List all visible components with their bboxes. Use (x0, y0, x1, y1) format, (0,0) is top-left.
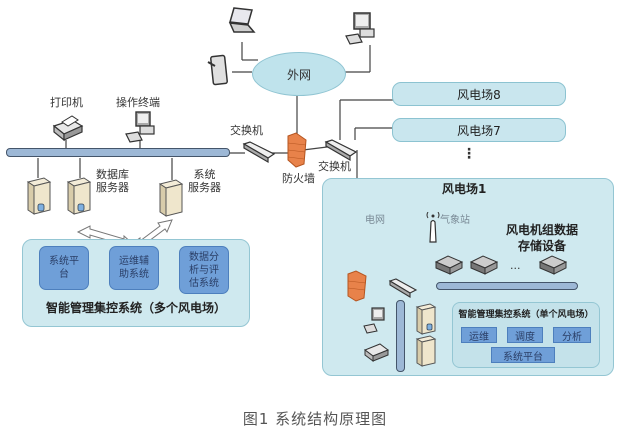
sys-server-label-line2: 服务器 (188, 181, 221, 194)
central-lan-bus (6, 148, 230, 157)
farm-lan-bus (396, 300, 405, 372)
module-system-platform: 系统平台 (39, 246, 89, 290)
db-server-label: 数据库 服务器 (96, 168, 129, 194)
storage-bus (436, 282, 578, 290)
db-server-label-line2: 服务器 (96, 181, 129, 194)
sys-server-label-line1: 系统 (193, 168, 216, 181)
storage-ellipsis: ··· (510, 262, 521, 275)
firewall-label: 防火墙 (282, 172, 315, 185)
farm-switch-icon (388, 278, 418, 298)
central-control-title: 智能管理集控系统（多个风电场） (45, 301, 226, 315)
module-line: 运维辅 (119, 256, 149, 267)
figure-caption: 图1 系统结构原理图 (242, 410, 388, 428)
external-network-cloud: 外网 (252, 52, 346, 96)
wind-farm-ellipsis: ⋮ (462, 146, 476, 162)
module-line: 台 (59, 269, 69, 280)
local-module-analysis: 分析 (553, 327, 591, 343)
wind-farm-8: 风电场8 (392, 82, 566, 106)
farm-server-icon-2 (415, 335, 437, 367)
database-server-icon (26, 177, 52, 215)
wind-farm-7: 风电场7 (392, 118, 566, 142)
module-line: 析与评 (189, 264, 219, 276)
storage-device-icon-3 (538, 255, 568, 275)
wind-farm-8-label: 风电场8 (457, 87, 501, 102)
tablet-icon (207, 54, 228, 86)
local-control-panel: 智能管理集控系统（单个风电场） 运维 调度 分析 系统平台 (452, 302, 600, 368)
switch-left-icon (242, 141, 276, 164)
switch-right-label: 交换机 (318, 160, 351, 173)
storage-device-icon (434, 255, 464, 275)
farm-firewall-icon (347, 270, 367, 302)
local-module-om: 运维 (461, 327, 497, 343)
db-server-label-line1: 数据库 (96, 168, 129, 181)
grid-label: 电网 (365, 215, 385, 226)
module-om-assist: 运维辅助系统 (109, 246, 159, 290)
local-control-title: 智能管理集控系统（单个风电场） (458, 310, 594, 320)
farm-terminal-icon (363, 307, 385, 334)
module-data-analysis: 数据分析与评估系统 (179, 246, 229, 294)
module-line: 估系统 (189, 277, 219, 289)
external-network-label: 外网 (286, 67, 311, 82)
storage-label-line2: 存储设备 (518, 239, 567, 253)
farm-printer-icon (363, 343, 390, 362)
storage-label: 风电机组数据 存储设备 (506, 222, 578, 254)
module-line: 数据分 (189, 251, 219, 263)
printer-label: 打印机 (50, 96, 83, 109)
database-server-icon-2 (66, 177, 92, 215)
system-server-icon (158, 179, 184, 217)
sys-server-label: 系统 服务器 (188, 168, 221, 194)
laptop-icon (228, 7, 256, 33)
central-control-panel: 系统平台 运维辅助系统 数据分析与评估系统 智能管理集控系统（多个风电场） (22, 239, 250, 327)
terminal-label: 操作终端 (116, 96, 160, 109)
wind-farm-7-label: 风电场7 (457, 123, 501, 138)
storage-label-line1: 风电机组数据 (506, 223, 579, 237)
local-module-platform: 系统平台 (491, 347, 555, 363)
module-line: 系统平 (49, 256, 79, 267)
printer-icon (52, 115, 84, 142)
farm-server-icon (415, 303, 437, 335)
desktop-computer-icon (345, 12, 375, 45)
operator-terminal-icon (125, 111, 155, 143)
firewall-icon (287, 132, 307, 168)
local-module-dispatch: 调度 (507, 327, 543, 343)
module-line: 助系统 (119, 269, 149, 280)
wind-farm-1-title: 风电场1 (442, 182, 487, 196)
storage-device-icon-2 (469, 255, 499, 275)
switch-left-label: 交换机 (230, 124, 263, 137)
weather-station-antenna-icon (426, 212, 440, 243)
switch-right-icon (324, 139, 358, 162)
weather-station-label: 气象站 (440, 215, 470, 226)
